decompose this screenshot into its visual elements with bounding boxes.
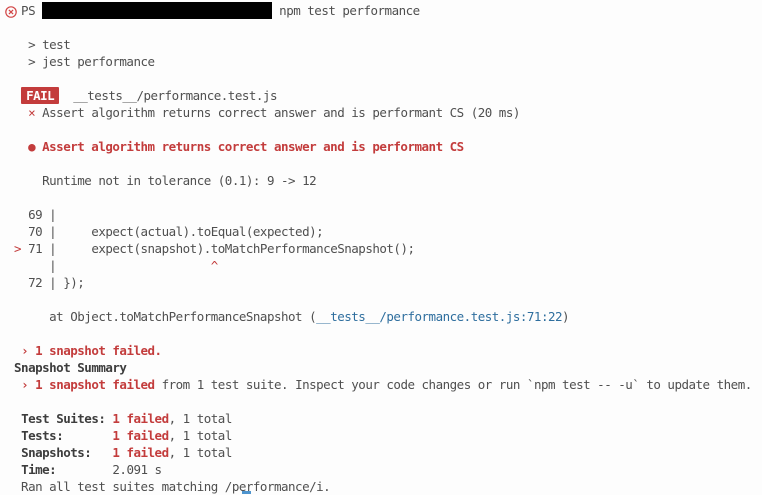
code-line-71: > 71 | expect(snapshot).toMatchPerforman… [14,241,415,256]
blank-line [7,325,762,342]
caret-line: | ^ [7,258,219,273]
summary-time-line: Time: 2.091 s [21,462,162,477]
ran-all-line: Ran all test suites matching /performanc… [7,479,331,494]
jest-command-line: > jest performance [7,54,155,69]
runtime-error-line: Runtime not in tolerance (0.1): 9 -> 12 [7,173,317,188]
blank-line [7,155,762,172]
test-file-path: __tests__/performance.test.js [59,88,277,103]
fail-badge: FAIL [21,87,60,104]
stack-trace-line: at Object.toMatchPerformanceSnapshot (__… [7,309,570,324]
summary-tests-line: Tests: 1 failed, 1 total [21,428,232,443]
terminal-output: PS npm test performance > test > jest pe… [7,2,762,495]
code-line-70: 70 | expect(actual).toEqual(expected); [7,224,324,239]
npm-script-line: > test [7,37,71,52]
snapshot-summary-header-line: Snapshot Summary [14,360,127,375]
terminal-cursor [242,491,251,494]
fail-x-marker: × [28,105,36,120]
prompt-line: PS npm test performance [7,2,420,19]
snapshot-failed-line: › 1 snapshot failed. [21,343,162,358]
summary-test-suites-line: Test Suites: 1 failed, 1 total [21,411,232,426]
command-text: npm test performance [272,3,420,18]
blank-line [7,393,762,410]
code-line-69: 69 | [7,207,57,222]
failed-test-title-line: ● Assert algorithm returns correct answe… [28,139,464,154]
blank-line [7,291,762,308]
command-failed-circle-x-icon [5,6,17,18]
blank-line [7,70,762,87]
code-line-72: 72 | }); [7,275,85,290]
blank-line [7,189,762,206]
failed-test-line: × Assert algorithm returns correct answe… [28,105,520,120]
caret-marker: ^ [210,258,219,273]
fail-header-line: FAIL __tests__/performance.test.js [7,87,762,104]
blank-line [7,121,762,138]
snapshot-summary-detail-line: › 1 snapshot failed from 1 test suite. I… [21,377,752,392]
error-line-marker: > [14,241,22,256]
stack-file-link[interactable]: __tests__/performance.test.js:71:22 [316,309,563,324]
redacted-path [42,2,273,19]
summary-snapshots-line: Snapshots: 1 failed, 1 total [21,445,232,460]
blank-line [7,19,762,36]
